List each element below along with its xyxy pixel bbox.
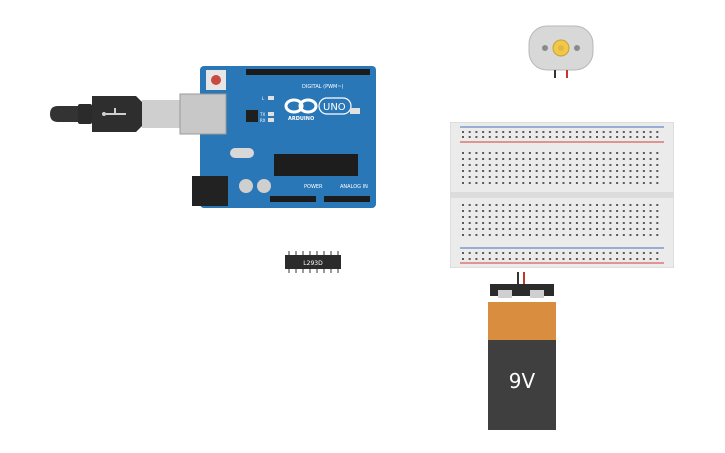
power-header[interactable]	[270, 196, 316, 202]
dc-motor-icon	[528, 25, 594, 78]
brand-label: ARDUINO	[288, 116, 314, 122]
reset-button[interactable]	[211, 75, 221, 85]
arduino-uno-board[interactable]: DIGITAL (PWM~) UNO ARDUINO L TX RX POWER…	[50, 66, 378, 212]
chip-label: L293D	[303, 260, 323, 267]
usb-cable[interactable]	[50, 96, 182, 132]
led-label-l: L	[262, 96, 265, 101]
analog-header[interactable]	[324, 196, 370, 202]
battery-label: 9V	[509, 369, 536, 393]
analog-label: ANALOG IN	[340, 184, 368, 190]
digital-label: DIGITAL (PWM~)	[302, 84, 344, 90]
atmega-chip	[274, 154, 358, 176]
dc-motor[interactable]	[527, 20, 595, 80]
l293d-chip[interactable]: L293D	[284, 250, 342, 274]
model-label: UNO	[323, 102, 346, 113]
battery-bottom	[488, 340, 556, 430]
battery-top	[488, 302, 556, 340]
breadboard[interactable]	[450, 122, 674, 268]
led-label-tx: TX	[259, 112, 265, 117]
breadboard-icon	[450, 122, 674, 268]
arduino-logo-icon	[284, 98, 318, 114]
led-label-rx: RX	[260, 118, 266, 123]
digital-header[interactable]	[246, 69, 370, 75]
power-label: POWER	[304, 184, 323, 190]
battery-9v[interactable]: 9V	[484, 270, 560, 432]
usb-plug-icon	[102, 108, 126, 116]
